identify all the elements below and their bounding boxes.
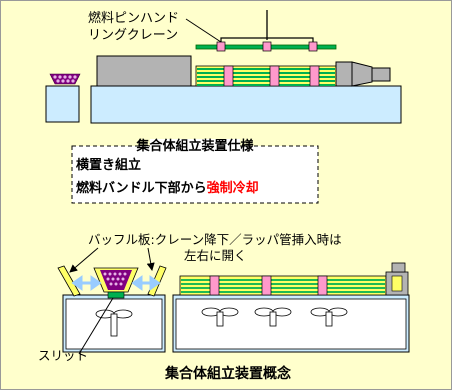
- crane-grip-left: [216, 41, 226, 52]
- crane-label-line2: リングクレーン: [88, 28, 178, 43]
- diagram-caption: 集合体組立装置概念: [164, 365, 292, 382]
- spec-item-2: 燃料バンドル下部から強制冷却: [76, 180, 259, 196]
- bottom-spacer-3: [317, 275, 328, 296]
- spacer-3: [309, 65, 320, 87]
- nozzle-tip: [371, 67, 391, 82]
- crane-label-line1: 燃料ピンハンド: [88, 10, 179, 26]
- crane-leader-line: [185, 18, 225, 45]
- crane-grip-center: [262, 41, 272, 52]
- crane-rigging: [220, 37, 314, 45]
- fan-left: [95, 309, 133, 337]
- assembly-base: [90, 85, 402, 124]
- baffle-arrow-left: [69, 247, 99, 273]
- gray-block: [96, 55, 192, 87]
- spec-title-bg: [150, 139, 240, 153]
- end-piece: [335, 61, 353, 87]
- bottom-spacer-1: [209, 275, 220, 296]
- baffle-plate-left: [57, 265, 81, 297]
- spacer-1: [223, 65, 234, 87]
- slit-label: スリット: [38, 348, 88, 363]
- baffle-arrow-right: [146, 247, 155, 271]
- fan-right-2: [254, 307, 292, 327]
- baffle-label-line2: 左右に開く: [184, 248, 247, 263]
- spacer-2: [269, 65, 280, 87]
- fan-right-1: [201, 307, 239, 327]
- slit-leader-line: [78, 297, 114, 355]
- spec-item-1: 横置き組立: [76, 157, 141, 173]
- nozzle-cone: [351, 61, 373, 87]
- bottom-end-cap: [391, 262, 406, 273]
- bottom-end-window: [391, 275, 403, 292]
- slit-gap: [107, 291, 125, 299]
- baffle-label-line1: バッフル板:クレーン降下／ラッパ管挿入時は: [88, 232, 342, 247]
- small-stand: [45, 85, 80, 123]
- fan-right-3: [310, 307, 348, 327]
- crane-grip-right: [308, 41, 318, 52]
- cooling-box-right-inner: [175, 298, 407, 350]
- spec-title: 集合体組立装置仕様: [135, 138, 254, 154]
- bottom-spacer-2: [261, 275, 272, 296]
